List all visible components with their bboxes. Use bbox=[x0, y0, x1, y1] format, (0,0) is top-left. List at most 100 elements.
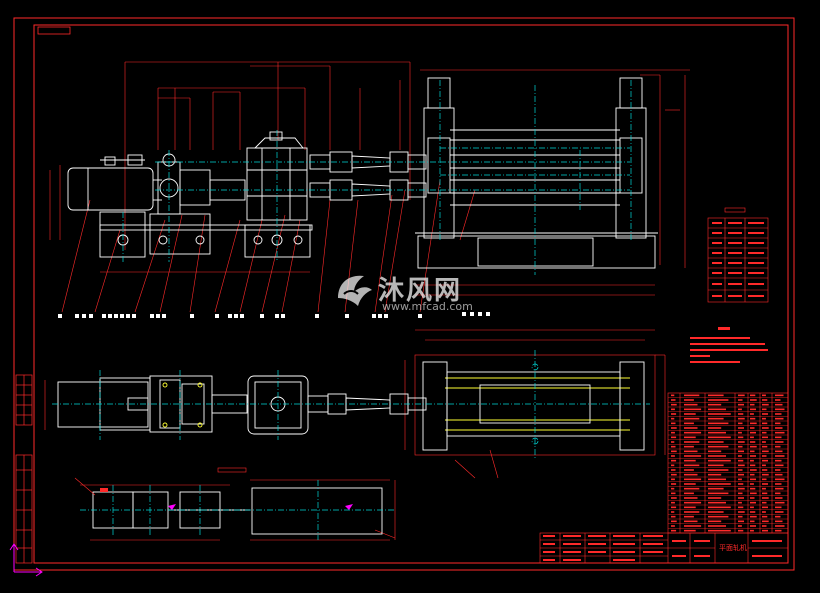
ucs-axis-icon bbox=[9, 543, 43, 577]
bom-cell-text bbox=[775, 529, 782, 532]
bom-cell-text bbox=[738, 427, 744, 429]
bom-cell-text bbox=[738, 441, 745, 443]
sheet-outer-border bbox=[13, 17, 795, 571]
bom-cell-text bbox=[762, 501, 767, 504]
bom-cell-text bbox=[738, 515, 743, 518]
bom-cell-text bbox=[775, 455, 785, 457]
bom-cell-text bbox=[750, 464, 756, 467]
bom-cell-text bbox=[671, 403, 677, 406]
bom-cell-text bbox=[762, 403, 769, 406]
bom-cell-text bbox=[738, 478, 742, 481]
bom-cell-text bbox=[738, 520, 744, 523]
bom-cell-text bbox=[684, 487, 700, 490]
bom-cell-text bbox=[738, 483, 744, 485]
bom-cell-text bbox=[775, 431, 785, 434]
title-block bbox=[539, 532, 789, 564]
bom-cell-text bbox=[671, 501, 675, 504]
spec-table bbox=[707, 207, 769, 303]
bom-cell-text bbox=[708, 492, 729, 495]
bom-cell-text bbox=[775, 525, 785, 527]
bom-cell-text bbox=[684, 497, 698, 499]
bom-cell-text bbox=[738, 473, 744, 476]
bom-cell-text bbox=[684, 525, 702, 527]
motor bbox=[67, 154, 162, 258]
bom-cell-text bbox=[738, 492, 743, 495]
bom-cell-text bbox=[762, 399, 768, 401]
bom-cell-text bbox=[738, 422, 743, 425]
bom-rows bbox=[668, 397, 788, 529]
bom-cell-text bbox=[750, 431, 756, 434]
drawing-title: 平面轧机 bbox=[719, 544, 747, 552]
bom-cell-text bbox=[762, 427, 769, 429]
bom-cell-text bbox=[750, 445, 757, 448]
bom-cell-text bbox=[762, 436, 768, 439]
bom-cell-text bbox=[684, 464, 700, 467]
bom-cell-text bbox=[775, 469, 781, 471]
bom-cell-text bbox=[684, 450, 698, 453]
gear-reducer bbox=[99, 131, 313, 258]
bom-cell-text bbox=[775, 417, 784, 420]
bom-cell-text bbox=[684, 501, 702, 504]
bom-cell-text bbox=[762, 441, 766, 443]
bom-cell-text bbox=[738, 394, 745, 397]
bom-cell-text bbox=[750, 515, 757, 518]
bom-cell-text bbox=[708, 403, 722, 406]
bom-cell-text bbox=[750, 436, 754, 439]
bom-cell-text bbox=[775, 427, 783, 429]
bom-cell-text bbox=[671, 487, 675, 490]
bom-cell-text bbox=[738, 469, 743, 471]
bom-cell-text bbox=[775, 497, 783, 499]
bom-cell-text bbox=[738, 529, 744, 532]
bom-cell-text bbox=[738, 399, 743, 401]
front-leader-lines bbox=[61, 179, 476, 313]
bom-cell-text bbox=[671, 492, 676, 495]
bom-cell-text bbox=[708, 483, 731, 485]
bom-cell-text bbox=[708, 427, 722, 429]
front-center-lines bbox=[122, 80, 632, 275]
bom-cell-text bbox=[750, 450, 755, 453]
bom-cell-text bbox=[671, 520, 677, 523]
left-margin-table bbox=[15, 374, 33, 564]
bom-cell-text bbox=[708, 529, 731, 532]
bom-cell-text bbox=[738, 413, 744, 415]
bom-cell-text bbox=[671, 394, 675, 397]
bom-cell-text bbox=[671, 511, 675, 513]
bom-cell-text bbox=[684, 520, 698, 523]
bom-cell-text bbox=[775, 506, 782, 509]
bom-cell-text bbox=[762, 464, 766, 467]
bom-cell-text bbox=[750, 469, 757, 471]
bom-cell-text bbox=[738, 445, 743, 448]
bom-cell-text bbox=[684, 422, 694, 425]
bom-cell-text bbox=[708, 473, 722, 476]
bom-cell-text bbox=[738, 487, 745, 490]
bom-cell-text bbox=[762, 520, 769, 523]
bom-cell-text bbox=[684, 478, 702, 481]
bom-cell-text bbox=[708, 445, 729, 448]
bom-cell-text bbox=[762, 469, 768, 471]
title-block-text bbox=[543, 535, 782, 561]
bom-cell-text bbox=[775, 422, 781, 425]
plan-reducer bbox=[247, 375, 329, 435]
bom-cell-text bbox=[762, 478, 767, 481]
bom-cell-text bbox=[775, 403, 783, 406]
bom-cell-text bbox=[775, 501, 785, 504]
bom-text bbox=[671, 394, 785, 532]
bom-cell-text bbox=[738, 501, 742, 504]
bom-cell-text bbox=[684, 441, 700, 443]
bom-cell-text bbox=[684, 403, 698, 406]
bom-cell-text bbox=[684, 399, 694, 401]
bom-cell-text bbox=[775, 394, 784, 397]
bom-cell-text bbox=[750, 399, 757, 401]
bom-cell-text bbox=[750, 394, 756, 397]
bom-cell-text bbox=[738, 525, 742, 527]
bom-cell-text bbox=[671, 529, 677, 532]
bom-cell-text bbox=[775, 487, 784, 490]
bom-cell-text bbox=[708, 478, 726, 481]
part-balloons bbox=[58, 312, 490, 318]
bom-cell-text bbox=[671, 427, 677, 429]
detail-view bbox=[74, 467, 396, 541]
bom-cell-text bbox=[762, 525, 767, 527]
bom-cell-text bbox=[762, 487, 766, 490]
